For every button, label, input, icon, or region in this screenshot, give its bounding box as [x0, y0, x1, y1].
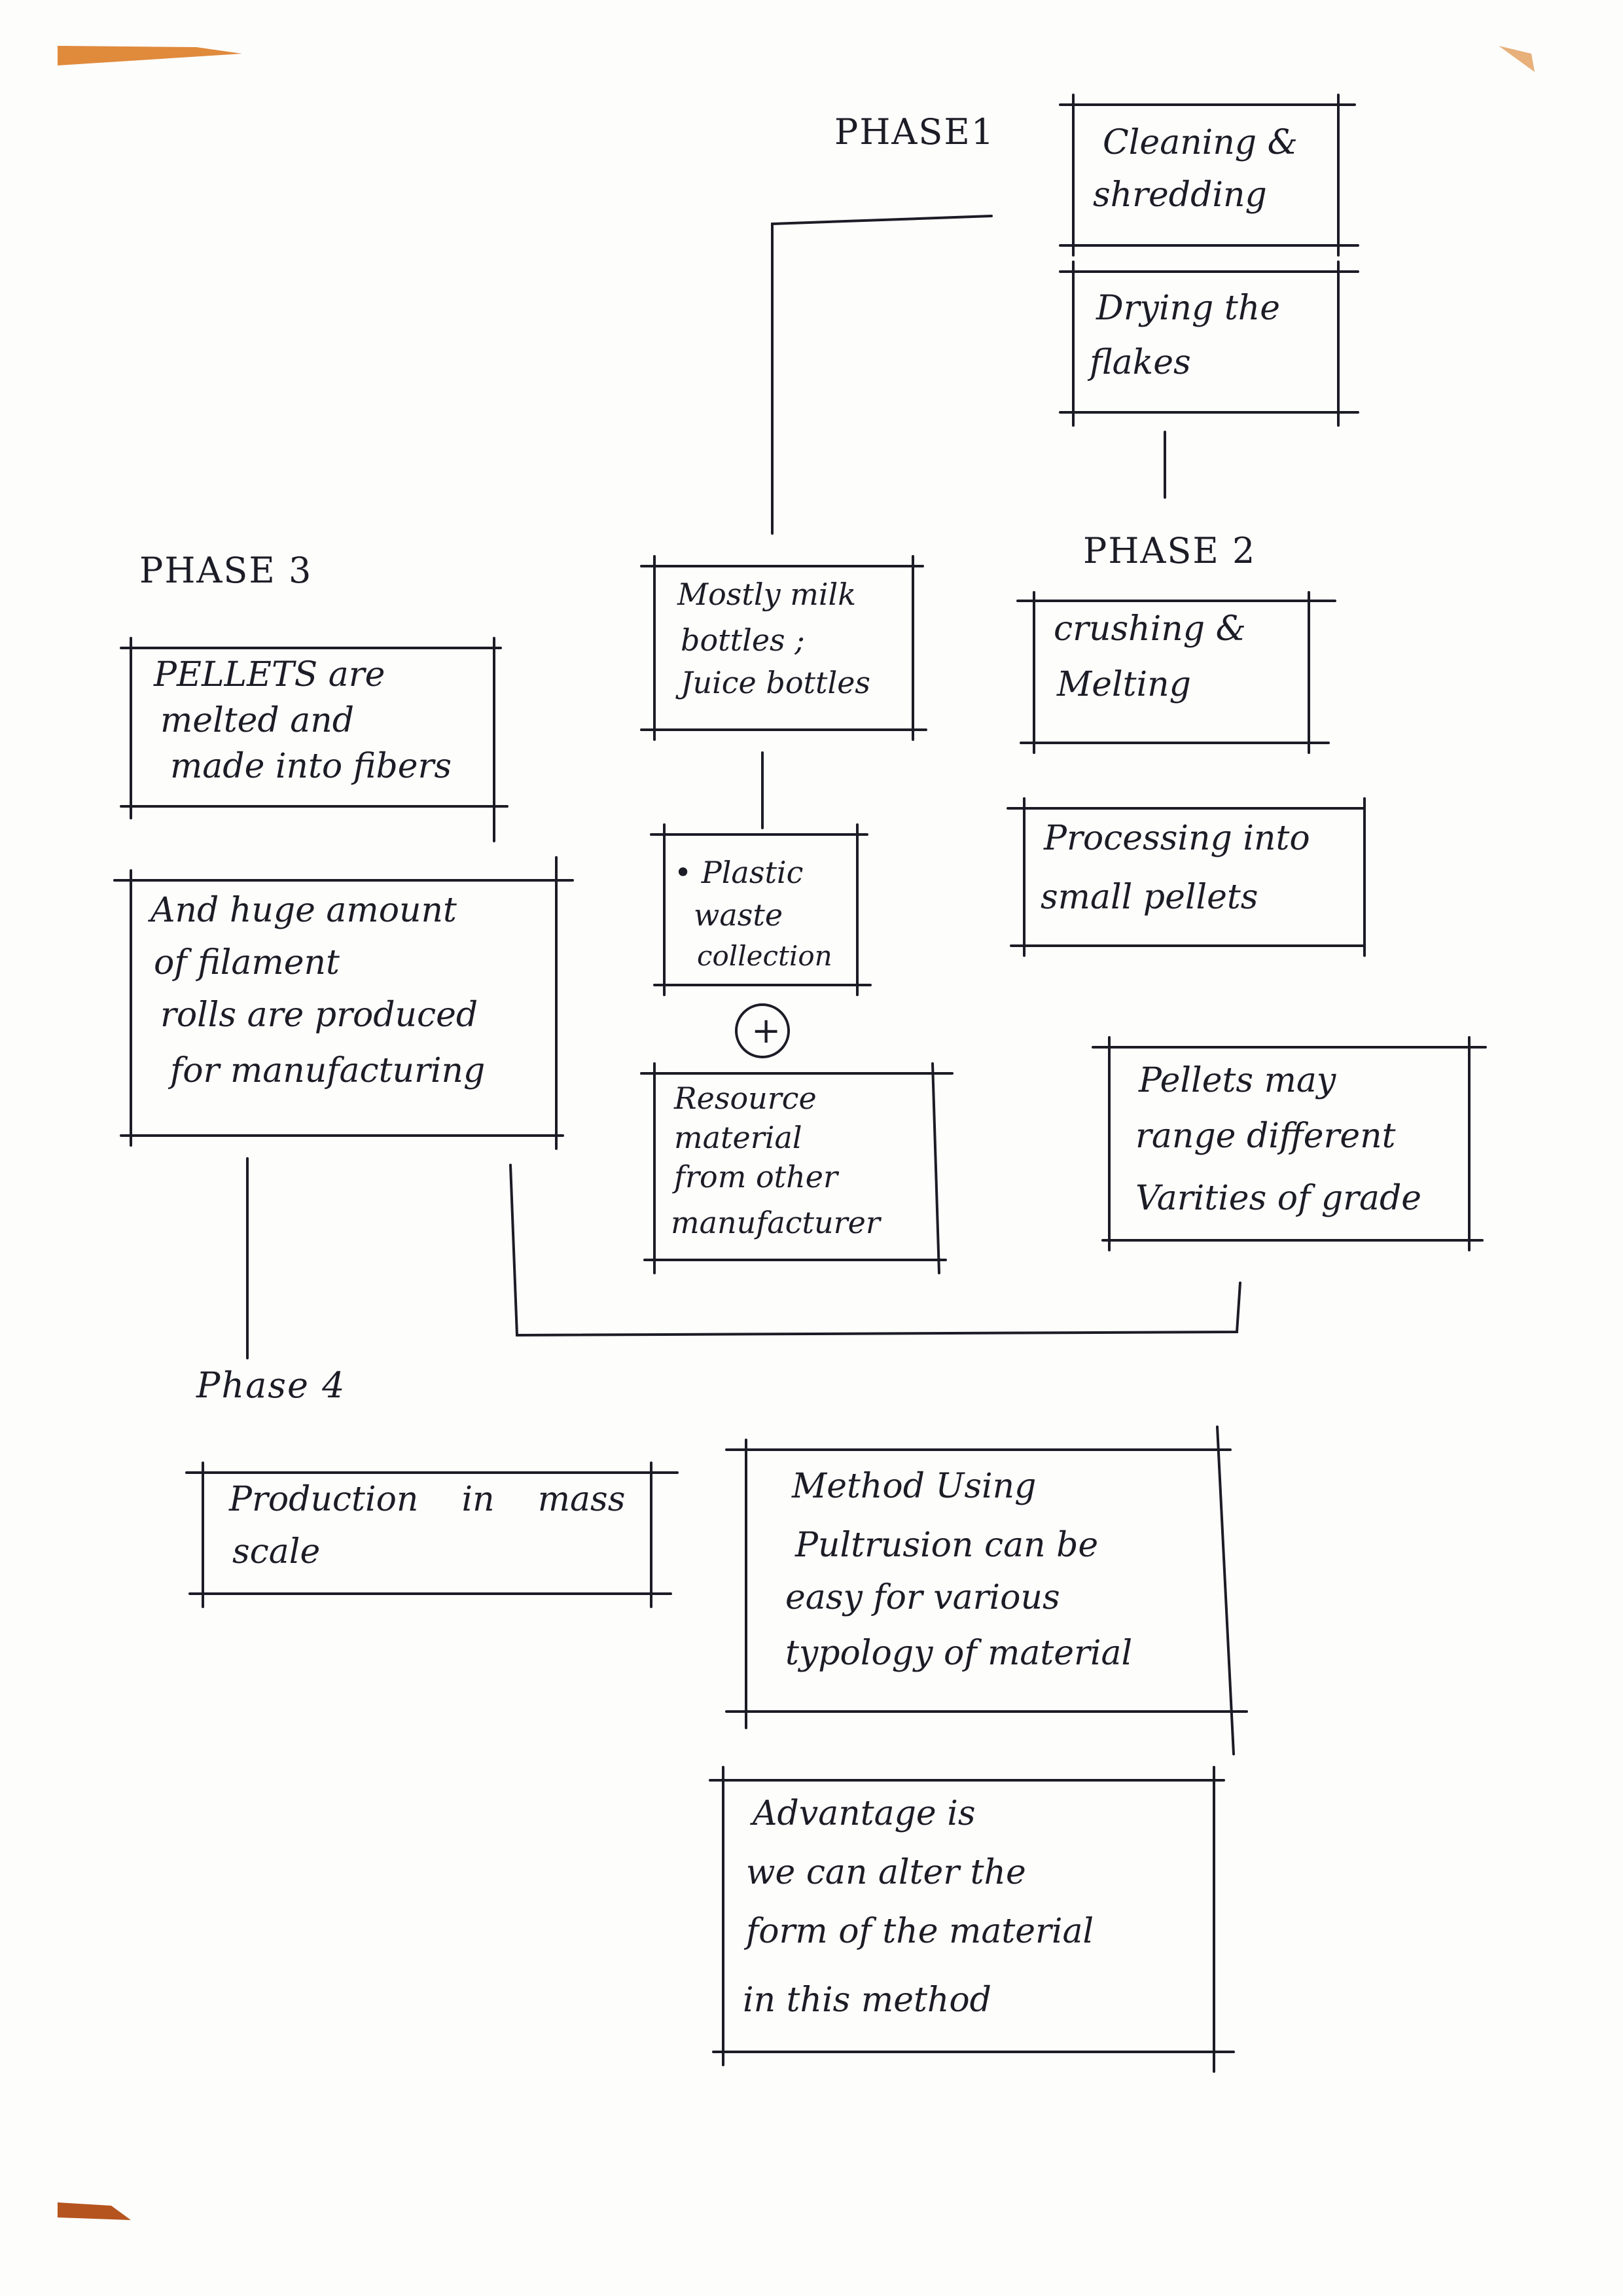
box-resource — [640, 1062, 954, 1274]
resource-line-3: from other — [674, 1159, 838, 1194]
pultrusion-line-3: easy for various — [785, 1578, 1060, 1617]
cleaning-line-1: Cleaning & — [1103, 123, 1298, 162]
pultrusion-line-1: Method Using — [792, 1467, 1037, 1506]
plastic-line-1: • Plastic — [674, 855, 804, 890]
crushing-line-1: crushing & — [1054, 609, 1246, 649]
production-line-1: Production in mass — [229, 1480, 626, 1519]
pellets-melted-line-3: made into fibers — [170, 747, 452, 786]
box-crushing — [1016, 591, 1336, 754]
pultrusion-line-2: Pultrusion can be — [795, 1526, 1099, 1565]
filament-line-2: of filament — [154, 943, 340, 982]
filament-line-4: for manufacturing — [170, 1051, 486, 1090]
corner-tab-bottom — [58, 2202, 131, 2220]
pellets-melted-line-2: melted and — [160, 701, 354, 740]
advantage-line-3: form of the material — [746, 1912, 1094, 1951]
box-processing — [1007, 797, 1366, 957]
advantage-line-4: in this method — [743, 1981, 991, 2020]
resource-line-4: manufacturer — [671, 1205, 880, 1240]
milk-line-3: Juice bottles — [681, 665, 871, 700]
box-pultrusion — [725, 1426, 1248, 1755]
phase1-label: PHASE1 — [834, 111, 995, 152]
pellets-range-line-2: range different — [1135, 1117, 1396, 1156]
plus-symbol: + — [751, 1010, 781, 1051]
resource-line-2: material — [674, 1120, 802, 1155]
pultrusion-line-4: typology of material — [785, 1634, 1133, 1673]
phase2-label: PHASE 2 — [1083, 530, 1257, 571]
connector-filament-pellets — [509, 1164, 1241, 1337]
corner-tab — [58, 46, 242, 65]
box-cleaning — [1059, 94, 1359, 257]
milk-line-2: bottles ; — [681, 622, 805, 658]
milk-line-1: Mostly milk — [677, 577, 857, 612]
plastic-line-2: waste — [694, 897, 783, 933]
box-advantage — [709, 1766, 1235, 2073]
box-pellets-range — [1092, 1036, 1487, 1251]
box-drying — [1059, 260, 1359, 427]
cleaning-line-2: shredding — [1093, 175, 1267, 215]
box-pellets-melted — [120, 637, 508, 842]
pellets-range-line-3: Varities of grade — [1135, 1179, 1422, 1218]
pellets-range-line-1: Pellets may — [1139, 1061, 1336, 1100]
drying-line-1: Drying the — [1096, 289, 1281, 328]
phase3-label: PHASE 3 — [139, 550, 313, 591]
phase4-label: Phase 4 — [196, 1365, 346, 1406]
processing-line-1: Processing into — [1044, 819, 1310, 858]
plastic-line-3: collection — [697, 940, 832, 972]
filament-line-1: And huge amount — [151, 891, 457, 930]
filament-line-3: rolls are produced — [160, 996, 478, 1035]
drying-line-2: flakes — [1090, 343, 1191, 382]
box-plastic-waste — [650, 823, 872, 996]
box-milk-bottles — [640, 555, 927, 741]
advantage-line-2: we can alter the — [746, 1853, 1026, 1892]
advantage-line-1: Advantage is — [753, 1794, 976, 1833]
production-line-2: scale — [232, 1532, 321, 1571]
resource-line-1: Resource — [674, 1081, 817, 1116]
plus-circle — [735, 1003, 790, 1058]
connector-phase1-milk — [771, 215, 993, 535]
box-production — [185, 1462, 679, 1608]
processing-line-2: small pellets — [1041, 878, 1258, 917]
crushing-line-2: Melting — [1057, 665, 1191, 704]
pellets-melted-line-1: PELLETS are — [154, 655, 385, 694]
corner-fold-icon — [1499, 46, 1535, 72]
box-filament — [113, 856, 574, 1150]
